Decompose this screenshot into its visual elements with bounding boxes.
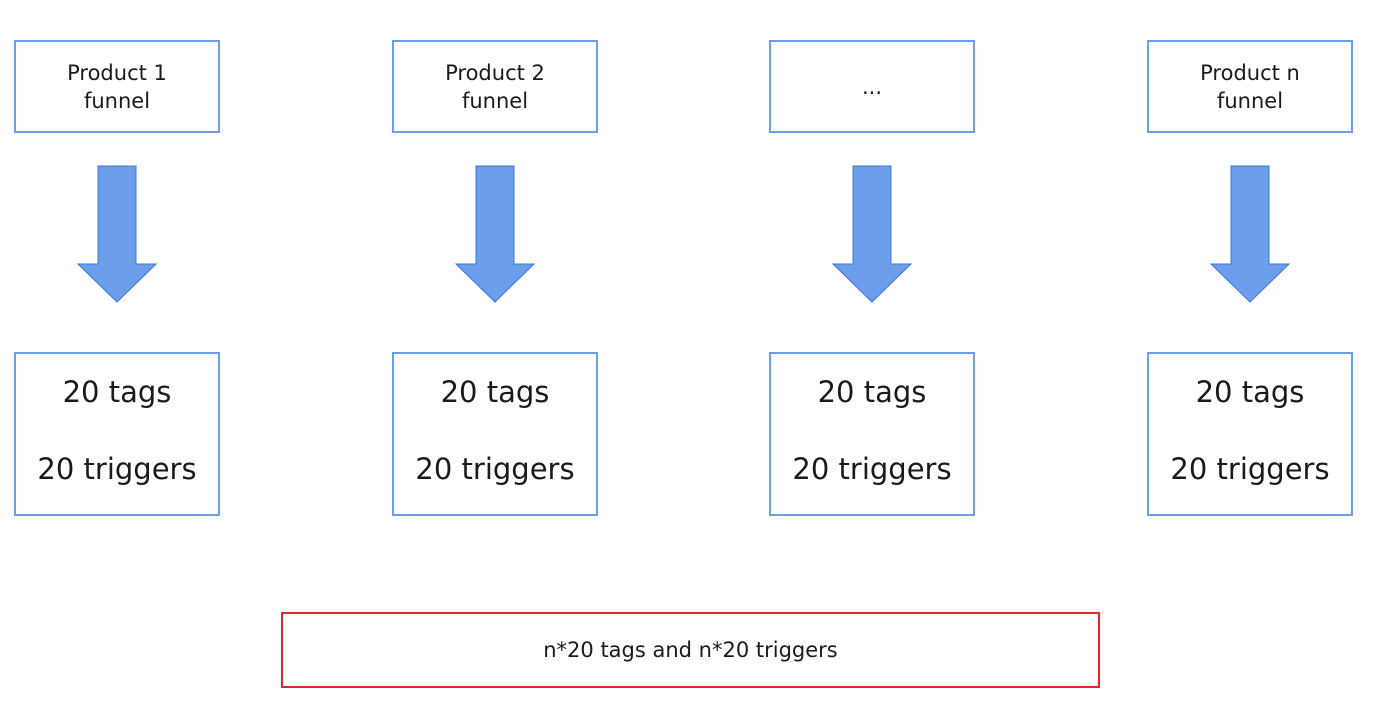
summary-box: n*20 tags and n*20 triggers [281,612,1100,688]
product-1-funnel-label: Product 1 funnel [67,60,167,113]
product-2-column: Product 2 funnel 20 tags 20 triggers [392,0,598,520]
down-arrow-icon [455,165,535,303]
product-n-funnel-box: Product n funnel [1147,40,1353,133]
product-1-tags-count: 20 tags [62,375,172,409]
down-arrow-icon [1210,165,1290,303]
product-ellipsis-tags-count: 20 tags [817,375,927,409]
product-2-funnel-box: Product 2 funnel [392,40,598,133]
product-2-tags-count: 20 tags [440,375,550,409]
product-ellipsis-counts-box: 20 tags 20 triggers [769,352,975,516]
product-ellipsis-funnel-label: ... [861,74,883,99]
product-1-funnel-box: Product 1 funnel [14,40,220,133]
product-1-triggers-count: 20 triggers [37,452,197,486]
summary-label: n*20 tags and n*20 triggers [543,638,838,662]
down-arrow-icon [832,165,912,303]
product-n-counts-box: 20 tags 20 triggers [1147,352,1353,516]
product-n-tags-count: 20 tags [1195,375,1305,409]
product-n-column: Product n funnel 20 tags 20 triggers [1147,0,1353,520]
product-1-column: Product 1 funnel 20 tags 20 triggers [14,0,220,520]
product-2-triggers-count: 20 triggers [415,452,575,486]
product-n-triggers-count: 20 triggers [1170,452,1330,486]
product-2-counts-box: 20 tags 20 triggers [392,352,598,516]
product-n-funnel-label: Product n funnel [1200,60,1300,113]
product-2-funnel-label: Product 2 funnel [445,60,545,113]
product-ellipsis-funnel-box: ... [769,40,975,133]
product-ellipsis-triggers-count: 20 triggers [792,452,952,486]
product-ellipsis-column: ... 20 tags 20 triggers [769,0,975,520]
down-arrow-icon [77,165,157,303]
product-1-counts-box: 20 tags 20 triggers [14,352,220,516]
